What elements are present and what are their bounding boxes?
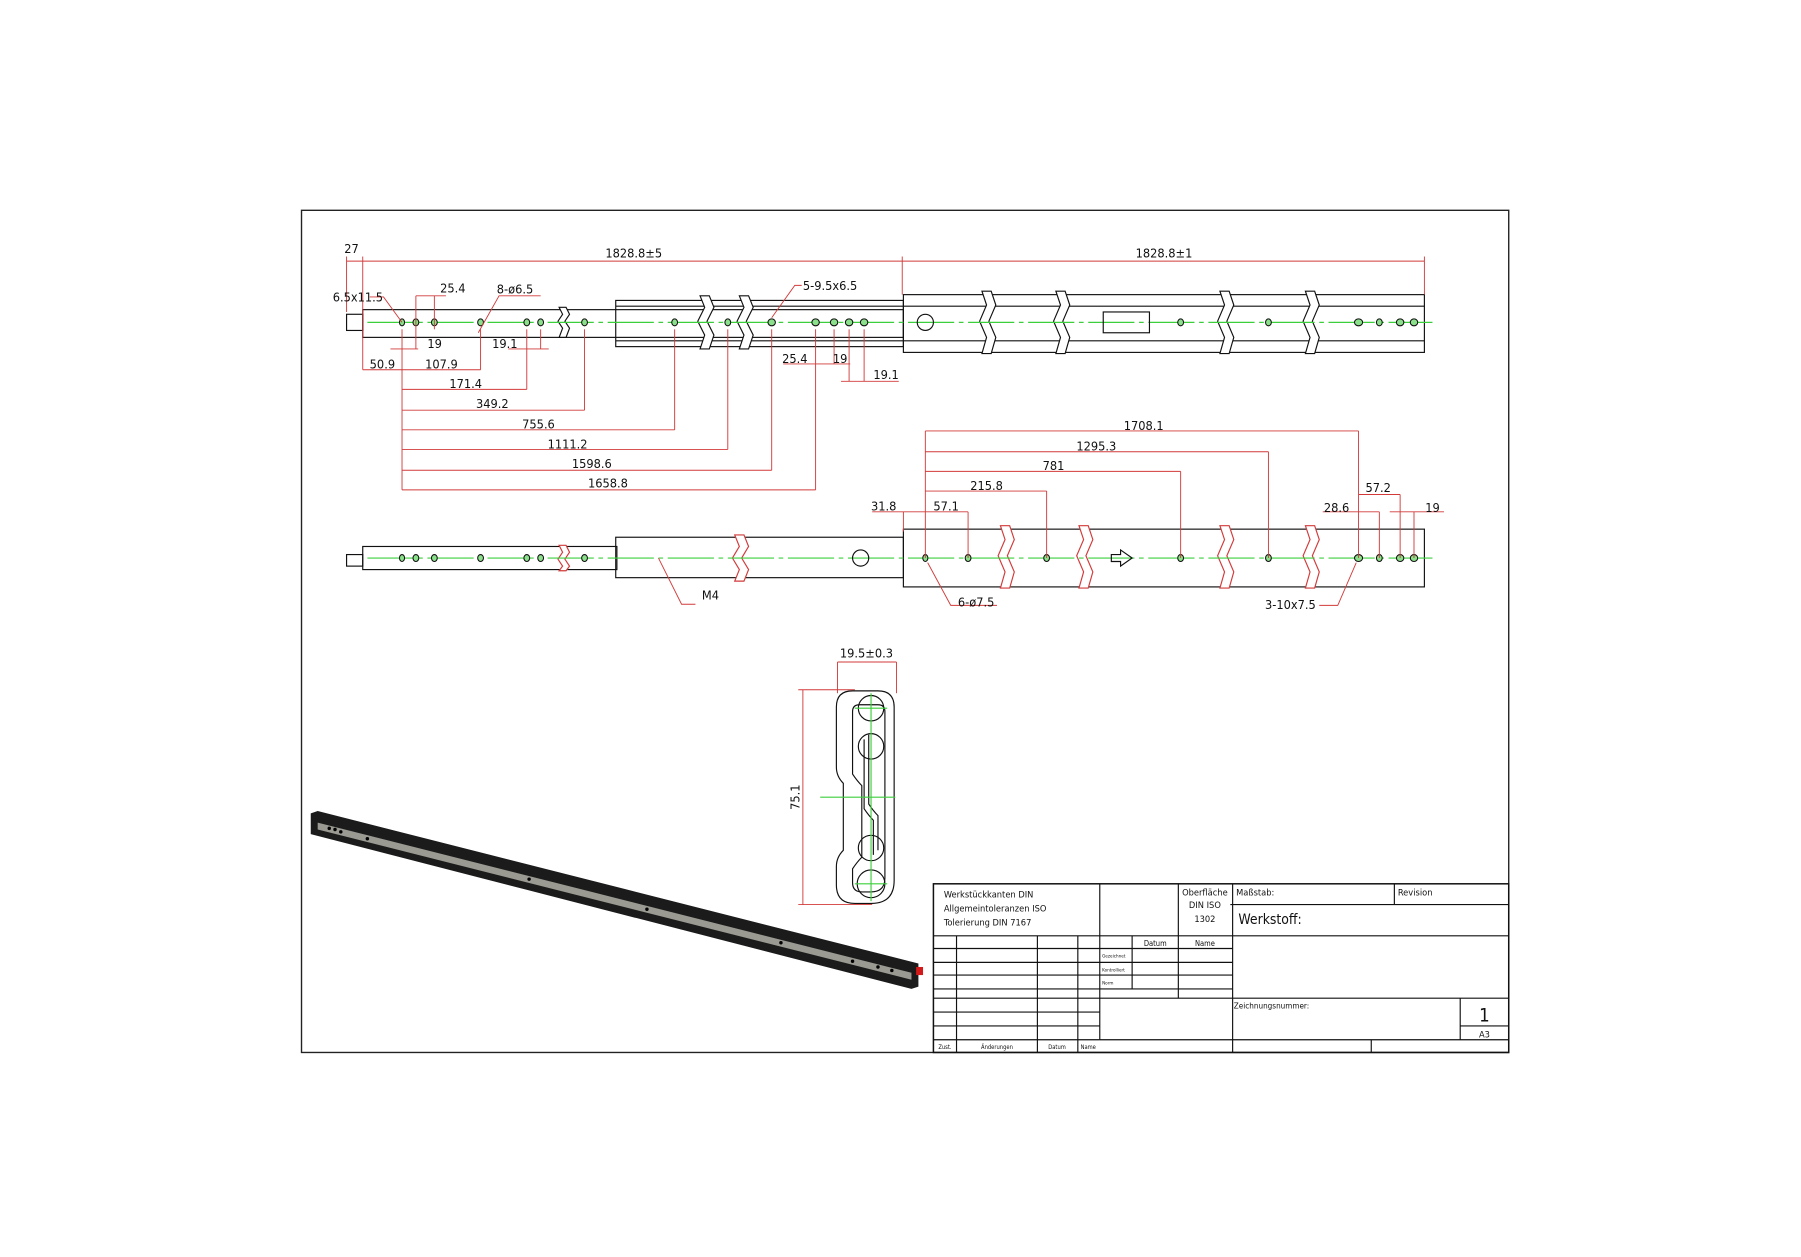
dim-1295-3: 1295.3 (1076, 439, 1116, 454)
mounting-hole (1177, 318, 1185, 327)
mounting-hole (767, 318, 776, 327)
drawing-number-label: Zeichnungsnummer: (1234, 1001, 1309, 1011)
dim-19-1: 19.1 (492, 336, 517, 351)
mounting-hole (1395, 318, 1405, 327)
top-holes (398, 318, 1419, 327)
row-norm: Norm (1102, 980, 1113, 986)
material-label: Werkstoff: (1238, 912, 1301, 928)
mounting-hole (581, 554, 588, 563)
dim-25-4: 25.4 (440, 280, 465, 295)
mounting-hole (724, 318, 732, 327)
dim-349-2: 349.2 (476, 396, 509, 411)
mounting-hole (412, 554, 420, 563)
mounting-hole (581, 318, 588, 327)
dim-215-8: 215.8 (970, 478, 1003, 493)
drawing-frame (300, 209, 1510, 1054)
dim-overall-closed: 1828.8±5 (605, 246, 662, 261)
dim-57-1: 57.1 (933, 499, 958, 514)
surface-number: 1302 (1194, 914, 1215, 925)
rail-stub (345, 313, 364, 332)
inner-rail (362, 309, 904, 338)
mounting-hole (537, 318, 545, 327)
dim-50-9: 50.9 (370, 357, 395, 372)
bottom-view: 1708.1 1295.3 781 215.8 31.8 57.1 28.6 5… (345, 418, 1445, 612)
mounting-hole (1353, 318, 1364, 327)
mounting-hole (537, 554, 545, 563)
note-m4: M4 (702, 588, 719, 603)
dim-19-b: 19 (833, 351, 848, 366)
dim-107-9: 107.9 (425, 357, 458, 372)
dim-19: 19 (427, 336, 442, 351)
mounting-hole (671, 318, 679, 327)
direction-arrow-icon (1110, 548, 1134, 568)
dim-1708-1: 1708.1 (1124, 418, 1164, 433)
name-header: Name (1195, 939, 1215, 948)
mounting-hole (477, 318, 484, 327)
mounting-hole (1375, 318, 1383, 327)
dim-slot: 6.5x11.5 (333, 290, 383, 305)
dim-171-4: 171.4 (449, 376, 482, 391)
mounting-hole (523, 318, 531, 327)
mounting-hole (523, 554, 531, 563)
sheet-format: A3 (1479, 1029, 1490, 1040)
dim-57-2: 57.2 (1365, 480, 1390, 495)
mounting-hole (844, 318, 854, 327)
col-date: Datum (1048, 1045, 1066, 1051)
note-holes-8: 8-ø6.5 (497, 281, 534, 296)
top-view: 27 1828.8±5 1828.8±1 6.5x11.5 25.4 8-ø6.… (333, 241, 1433, 491)
surface-standard: DIN ISO (1189, 900, 1221, 911)
dim-1111-2: 1111.2 (548, 436, 588, 451)
mounting-hole (430, 554, 438, 563)
dim-profile-width: 19.5±0.3 (840, 645, 893, 660)
col-name: Name (1081, 1045, 1096, 1051)
datum-header: Datum (1144, 939, 1167, 948)
dim-1658-8: 1658.8 (588, 476, 628, 491)
mounting-hole (829, 318, 839, 327)
dim-19-1-b: 19.1 (873, 367, 898, 382)
profile-section: 19.5±0.3 75.1 (787, 645, 897, 906)
dim-19: 19 (1425, 500, 1440, 515)
dim-profile-height: 75.1 (787, 784, 802, 809)
dim-27: 27 (344, 241, 359, 256)
isometric-rail-view (310, 811, 924, 989)
outer-rail (902, 294, 1425, 353)
note-tolerances: Allgemeintoleranzen ISO (944, 904, 1047, 915)
note-holes-6: 6-ø7.5 (958, 595, 995, 610)
mounting-hole (1265, 318, 1272, 327)
mounting-hole (811, 318, 820, 327)
dim-overall-travel: 1828.8±1 (1136, 246, 1193, 261)
latch (1102, 311, 1151, 334)
dim-25-4-b: 25.4 (782, 351, 807, 366)
mounting-hole (398, 554, 406, 563)
note-slots-5: 5-9.5x6.5 (803, 278, 857, 293)
revision-label: Revision (1398, 887, 1433, 898)
mounting-hole (477, 554, 484, 563)
title-block (932, 883, 1510, 1054)
roller (916, 313, 935, 332)
note-edges: Werkstückkanten DIN (944, 890, 1034, 901)
col-status: Zust. (938, 1045, 952, 1051)
dim-31-8: 31.8 (871, 499, 896, 514)
end-stop-cap (916, 966, 924, 976)
mounting-hole (859, 318, 869, 327)
top-dimension-lines (346, 256, 1425, 491)
dim-755-6: 755.6 (522, 417, 555, 432)
dim-781: 781 (1043, 458, 1065, 473)
bottom-holes (398, 554, 1419, 563)
dim-28-6: 28.6 (1324, 500, 1349, 515)
surface-label: Oberfläche (1182, 887, 1228, 898)
dim-1598-6: 1598.6 (572, 456, 612, 471)
row-drawn: Gezeichnet (1102, 954, 1126, 960)
title-block-text: Werkstückkanten DIN Allgemeintoleranzen … (938, 887, 1490, 1051)
row-checked: Kontrolliert (1102, 968, 1125, 974)
sheet-number: 1 (1479, 1005, 1490, 1026)
col-changes: Änderungen (981, 1044, 1013, 1051)
note-tolerancing: Tolerierung DIN 7167 (943, 917, 1032, 928)
scale-label: Maßstab: (1236, 887, 1274, 898)
note-slots-3: 3-10x7.5 (1265, 597, 1316, 612)
mounting-hole (1409, 318, 1419, 327)
